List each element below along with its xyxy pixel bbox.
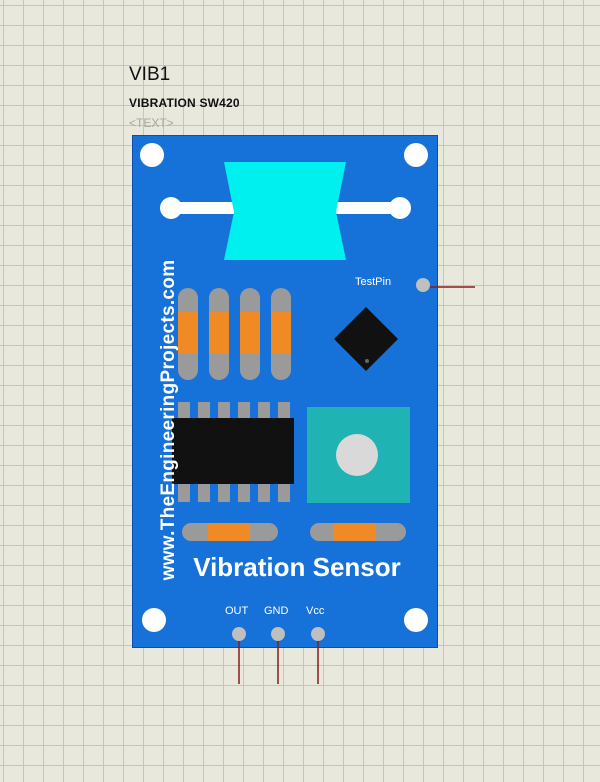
potentiometer — [307, 407, 410, 503]
out-pin-label: OUT — [225, 605, 249, 617]
component-text-tag[interactable]: <TEXT> — [129, 116, 174, 130]
component-part-name: VIBRATION SW420 — [129, 96, 240, 110]
gnd-pin-terminal[interactable] — [271, 627, 285, 641]
mounting-hole-bottom-left — [142, 608, 166, 632]
smd-chip — [334, 307, 398, 371]
test-pin-label: TestPin — [355, 276, 392, 288]
board-title: Vibration Sensor — [193, 552, 401, 582]
mounting-hole-top-right — [404, 143, 428, 167]
test-pin-terminal[interactable] — [416, 278, 430, 292]
gnd-pin-label: GND — [264, 605, 289, 617]
vcc-pin-label: Vcc — [306, 605, 325, 617]
mounting-hole-bottom-right — [404, 608, 428, 632]
vcc-pin-terminal[interactable] — [311, 627, 325, 641]
bottom-resistor-left — [182, 523, 278, 541]
vibration-switch — [160, 162, 411, 260]
component-reference[interactable]: VIB1 — [129, 64, 171, 85]
resistor-array — [178, 288, 291, 380]
out-pin-terminal[interactable] — [232, 627, 246, 641]
comparator-ic — [172, 402, 294, 502]
mounting-hole-top-left — [140, 143, 164, 167]
bottom-resistor-right — [310, 523, 406, 541]
